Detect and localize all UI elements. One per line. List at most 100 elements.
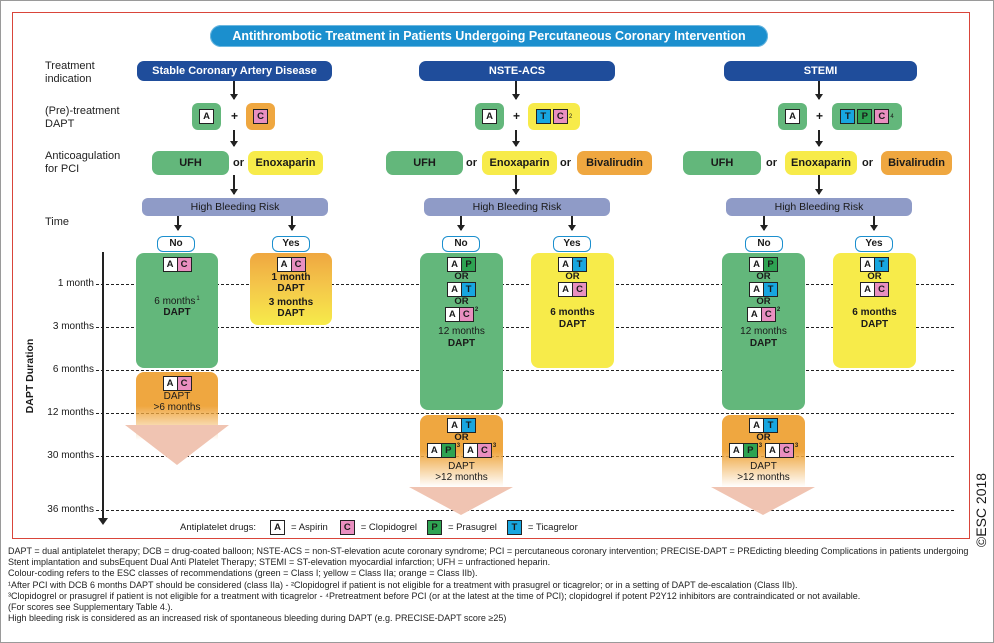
tick-36-months: 36 months	[47, 504, 94, 515]
tick-1-month: 1 month	[57, 278, 94, 289]
drug-aspirin: A	[728, 443, 744, 458]
row-label-anticoagulation: Anticoagulation for PCI	[45, 150, 120, 176]
drug-aspirin: A	[162, 257, 178, 272]
arrow-icon	[815, 130, 822, 147]
dapt-label: DAPT	[558, 319, 587, 330]
drug-clopidogrel: C	[459, 307, 474, 322]
drug-prasugrel: P	[764, 257, 778, 272]
gridline-3-months	[96, 327, 954, 328]
drug-clopidogrel: C	[253, 109, 268, 124]
drug-clopidogrel: C	[761, 307, 776, 322]
tick-30-months: 30 months	[47, 450, 94, 461]
drug-aspirin: A	[162, 376, 178, 391]
drug-ticagrelor: T	[535, 109, 551, 124]
footnotes: DAPT = dual antiplatelet therapy; DCB = …	[8, 546, 993, 624]
drug-ticagrelor: T	[462, 282, 476, 297]
legend: Antiplatelet drugs: A = Aspirin C = Clop…	[180, 520, 578, 535]
continuation-arrow-icon	[125, 425, 229, 465]
arrow-icon	[512, 81, 519, 100]
arrow-icon	[174, 216, 181, 231]
axis-label: DAPT Duration	[24, 338, 36, 414]
row-label-line: Treatment	[45, 60, 95, 72]
drug-prasugrel: P	[441, 443, 456, 458]
drug-aspirin: A	[558, 282, 573, 297]
footnote-ref: 3	[456, 443, 461, 449]
drug-ticagrelor: T	[875, 257, 889, 272]
duration-text: 6 months	[550, 307, 595, 318]
drug-aspirin: A	[199, 109, 214, 124]
high-bleeding-risk: High Bleeding Risk	[142, 198, 328, 216]
arrow-icon	[288, 216, 295, 231]
duration-text: 12 months	[438, 326, 485, 337]
duration-label: 6 months1	[136, 296, 218, 307]
indication-nste-acs: NSTE-ACS	[419, 61, 615, 81]
legend-prasugrel-label: = Prasugrel	[448, 522, 497, 533]
plus-sign: +	[816, 109, 824, 123]
or-label: OR	[454, 432, 469, 443]
legend-label: Antiplatelet drugs:	[180, 522, 257, 533]
dapt-label: DAPT	[448, 461, 475, 472]
dapt-label: DAPT	[277, 283, 305, 294]
arrow-icon	[230, 81, 237, 100]
or-label: OR	[454, 271, 469, 282]
dapt-label: DAPT	[749, 338, 778, 349]
footnote-ref: 1	[196, 296, 200, 302]
copyright-text: ©ESC 2018	[973, 472, 989, 548]
dapt-label: DAPT	[447, 338, 476, 349]
footnote-ref: 3	[758, 443, 763, 449]
anticoag-bivalirudin: Bivalirudin	[881, 151, 952, 175]
drug-ticagrelor: T	[573, 257, 587, 272]
row-label-pretreatment: (Pre)-treatment DAPT	[45, 105, 120, 131]
anticoag-enoxaparin: Enoxaparin	[785, 151, 857, 175]
dapt-label: DAPT	[163, 391, 191, 402]
duration-text: 3 months	[268, 297, 314, 308]
arrow-icon	[568, 216, 575, 231]
drug-aspirin: A	[860, 257, 875, 272]
hbr-no: No	[745, 236, 783, 252]
footnote-line: ³Clopidogrel or prasugrel if patient is …	[8, 590, 861, 601]
anticoag-enoxaparin: Enoxaparin	[248, 151, 323, 175]
drug-aspirin: A	[785, 109, 800, 124]
footnote-line: Colour-coding refers to the ESC classes …	[8, 568, 478, 579]
legend-ticagrelor-swatch: T	[506, 520, 522, 535]
footnote-line: (For scores see Supplementary Table 4.).	[8, 602, 173, 613]
legend-clopidogrel-swatch: C	[339, 520, 355, 535]
drug-aspirin: A	[860, 282, 875, 297]
dapt-label: DAPT	[860, 319, 889, 330]
anticoag-ufh: UFH	[386, 151, 463, 175]
drug-clopidogrel: C	[177, 376, 192, 391]
drug-aspirin: A	[447, 257, 462, 272]
drug-clopidogrel: C	[477, 443, 492, 458]
pretreatment-aspirin: A	[778, 103, 807, 130]
diagram-frame	[12, 12, 970, 539]
legend-aspirin-label: = Aspirin	[291, 522, 328, 533]
drug-aspirin: A	[462, 443, 478, 458]
row-label-time: Time	[45, 216, 70, 228]
tick-6-months: 6 months	[52, 364, 94, 375]
drug-clopidogrel: C	[552, 109, 568, 124]
tick-3-months: 3 months	[52, 321, 94, 332]
footnote-line: Stent implantation and subsEquent Dual A…	[8, 557, 551, 568]
drug-clopidogrel: C	[177, 257, 192, 272]
drug-aspirin: A	[764, 443, 780, 458]
duration-text: 6 months	[852, 307, 897, 318]
footnote-ref: 3	[794, 443, 799, 449]
or-label: or	[233, 157, 244, 169]
or-label: OR	[565, 271, 580, 282]
